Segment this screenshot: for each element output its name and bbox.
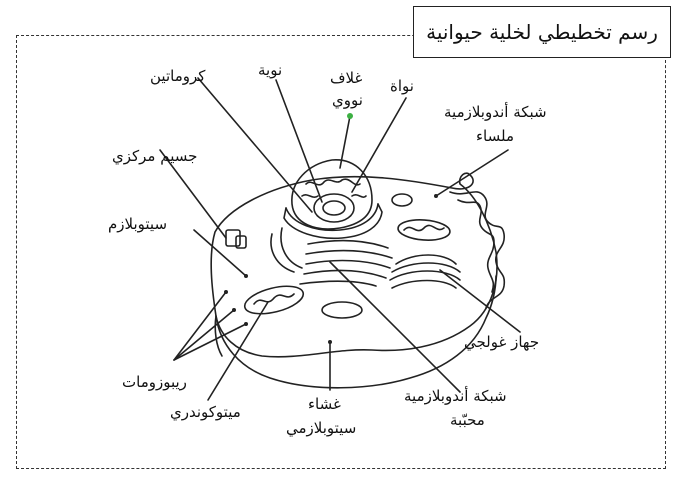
label-nuclear-envelope-1: غلاف xyxy=(330,69,363,87)
smooth-er-shape xyxy=(449,191,506,309)
label-rough-er-1: شبكة أندوبلازمية xyxy=(404,387,507,405)
label-membrane-1: غشاء xyxy=(308,395,341,413)
mitochondrion-1 xyxy=(243,285,305,315)
diagram-title: رسم تخطيطي لخلية حيوانية xyxy=(413,6,671,58)
label-ribosomes: ريبوزومات xyxy=(122,373,187,391)
nucleolus-shape xyxy=(313,193,355,223)
label-smooth-er-1: شبكة أندوبلازمية xyxy=(444,103,547,121)
cell-membrane-outline xyxy=(210,172,498,358)
vesicle-2 xyxy=(391,193,413,207)
label-nucleolus: نوية xyxy=(258,61,283,79)
label-nuclear-envelope-2: نووي xyxy=(332,91,363,109)
label-smooth-er-2: ملساء xyxy=(476,127,515,145)
label-membrane-2: سيتوبلازمي xyxy=(286,419,357,437)
rough-er-shape xyxy=(270,233,295,273)
golgi-shape xyxy=(395,254,457,265)
nucleus-dome xyxy=(291,159,373,230)
mitochondrion-2 xyxy=(397,219,451,241)
cell-base xyxy=(215,275,497,389)
label-chromatin: كروماتين xyxy=(150,67,206,85)
label-cytoplasm: سيتوبلازم xyxy=(108,215,168,233)
centrosome-shape xyxy=(225,229,241,247)
label-golgi: جهاز غولجي xyxy=(464,333,540,351)
nuclear-envelope-marker xyxy=(347,113,353,119)
label-centrosome: جسيم مركزي xyxy=(112,147,198,165)
label-mitochondria: ميتوكوندري xyxy=(170,403,241,421)
label-nucleus: نواة xyxy=(390,77,414,95)
label-rough-er-2: محبّبة xyxy=(450,411,485,429)
vesicle-1 xyxy=(321,301,363,319)
dashed-frame xyxy=(16,35,666,469)
